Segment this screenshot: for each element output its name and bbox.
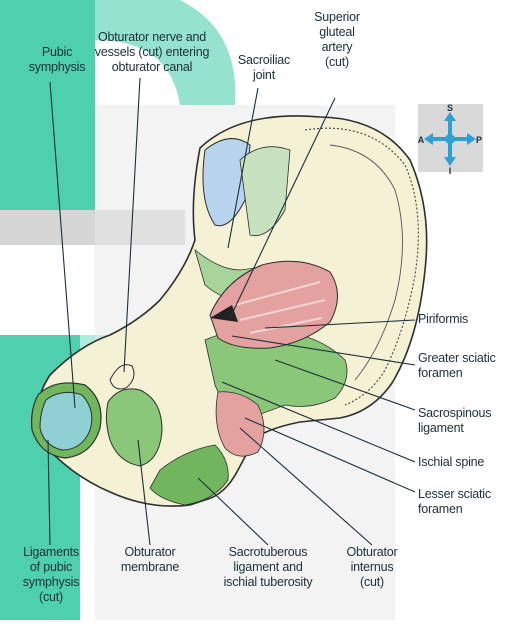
label-sacrospinous-ligament: Sacrospinous ligament — [418, 406, 522, 436]
label-obturator-membrane: Obturator membrane — [112, 545, 188, 575]
label-sacrotuberous-ligament: Sacrotuberous ligament and ischial tuber… — [208, 545, 328, 590]
compass-center — [445, 134, 455, 144]
label-piriformis: Piriformis — [418, 312, 518, 327]
label-obturator-internus: Obturator internus (cut) — [334, 545, 410, 590]
label-ligaments-pubic-symphysis: Ligaments of pubic symphysis (cut) — [12, 545, 90, 605]
label-obturator-nerve: Obturator nerve and vessels (cut) enteri… — [82, 30, 222, 75]
watermark-teal-bar-top — [0, 0, 95, 215]
compass-label-posterior: P — [476, 135, 482, 145]
label-ischial-spine: Ischial spine — [418, 455, 522, 470]
compass-label-superior: S — [447, 103, 453, 113]
label-superior-gluteal-artery: Superior gluteal artery (cut) — [305, 10, 369, 70]
label-greater-sciatic-foramen: Greater sciatic foramen — [418, 351, 522, 381]
compass-label-anterior: A — [418, 135, 425, 145]
label-lesser-sciatic-foramen: Lesser sciatic foramen — [418, 487, 522, 517]
label-sacroiliac-joint: Sacroiliac joint — [232, 53, 296, 83]
orientation-compass: S I A P — [418, 103, 483, 176]
compass-label-inferior: I — [449, 166, 452, 176]
